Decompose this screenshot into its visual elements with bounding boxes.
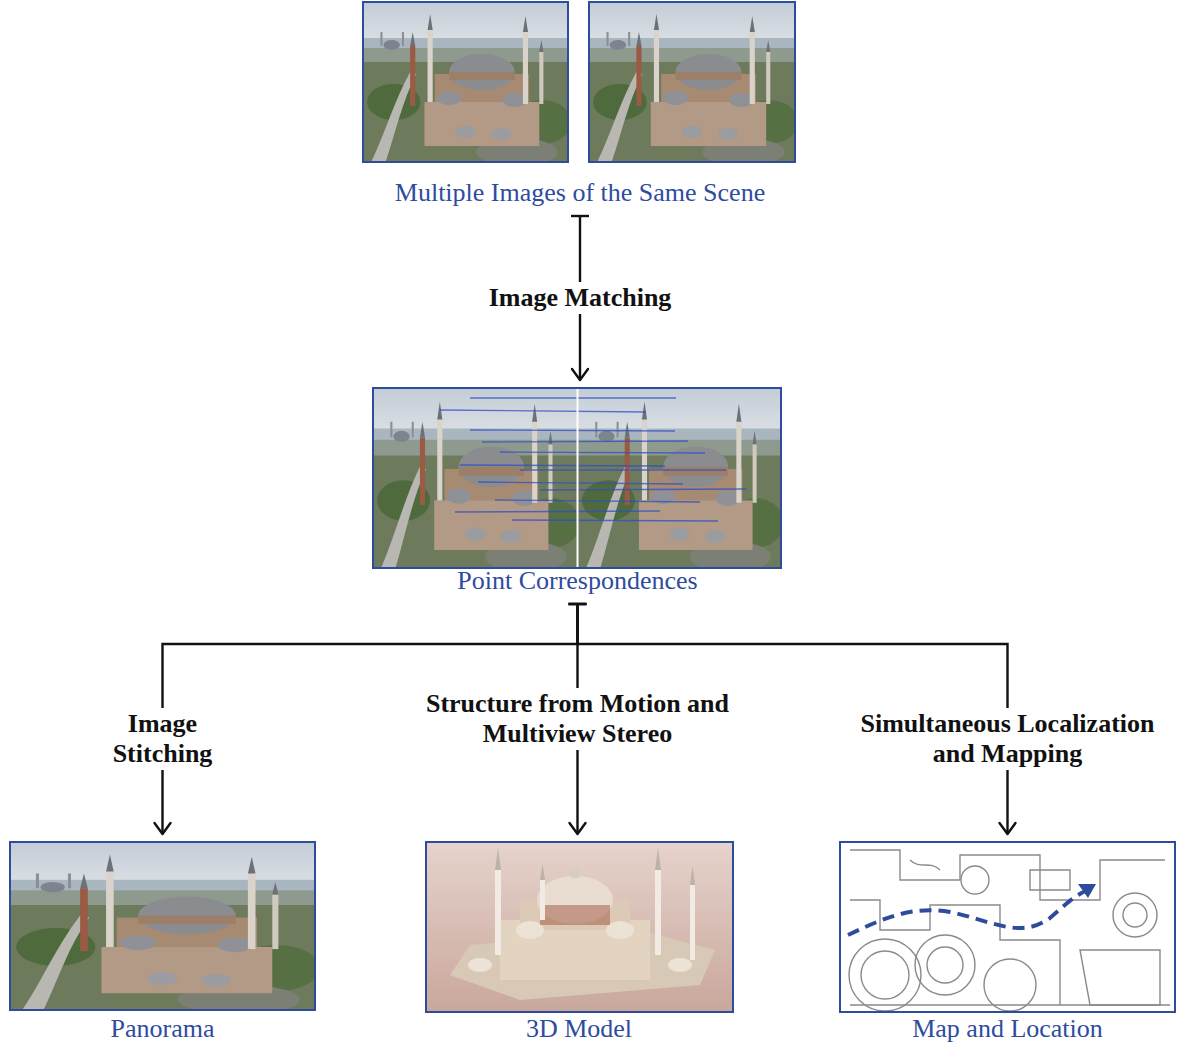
arrow-head <box>155 823 171 834</box>
image-panel: 3D Model <box>420 840 738 1044</box>
arrow-head <box>570 823 586 834</box>
step-label: Structure from Motion and Multiview Ster… <box>413 688 743 750</box>
image-caption: 3D Model <box>420 1014 738 1044</box>
image-panel: Map and Location <box>835 840 1180 1044</box>
step-label: Image Stitching <box>88 708 238 770</box>
tee-bar <box>569 603 587 605</box>
image-caption: Map and Location <box>835 1014 1180 1044</box>
tee-bar <box>569 603 587 605</box>
step-label: Simultaneous Localization and Mapping <box>835 708 1180 770</box>
tee-bar <box>571 215 589 217</box>
arrow-head <box>572 369 588 380</box>
step-label: Image Matching <box>485 282 676 314</box>
image-panel: Panorama <box>5 840 320 1044</box>
image-panel: Multiple Images of the Same Scene <box>355 0 805 208</box>
image-caption: Panorama <box>5 1014 320 1044</box>
arrow-head <box>1000 823 1016 834</box>
tee-bar <box>569 603 587 605</box>
image-caption: Multiple Images of the Same Scene <box>355 178 805 208</box>
image-panel: Point Correspondences <box>370 386 785 596</box>
image-caption: Point Correspondences <box>370 566 785 596</box>
